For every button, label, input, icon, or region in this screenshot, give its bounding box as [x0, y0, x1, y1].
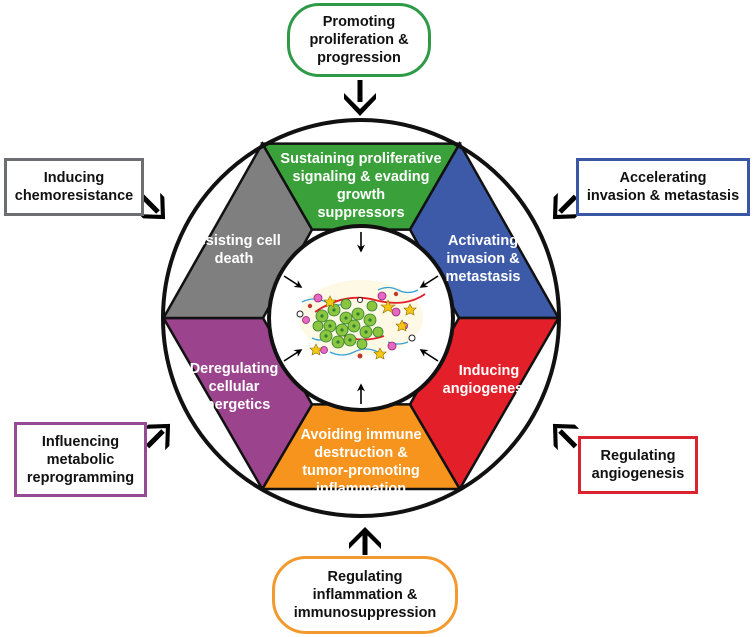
ring-segments: [161, 141, 561, 492]
outer-arrow-upper-left: [138, 192, 166, 220]
outer-arrow-top: [344, 80, 376, 116]
segment-cell-death: [161, 141, 314, 320]
inner-arrow-bottom-right: [419, 349, 439, 362]
inner-arrow-top-left: [283, 275, 303, 288]
inner-arrows: [283, 232, 439, 404]
inner-arrow-top-right: [419, 275, 439, 288]
outer-arrow-bottom: [349, 527, 381, 555]
tumor-microenvironment-illustration: [296, 280, 426, 360]
inner-arrow-bottom-left: [283, 349, 303, 362]
outer-arrow-lower-right: [552, 423, 580, 451]
wheel-outer-rim: [161, 118, 561, 518]
outer-arrows: [138, 80, 580, 555]
outer-arrow-upper-right: [552, 192, 580, 220]
